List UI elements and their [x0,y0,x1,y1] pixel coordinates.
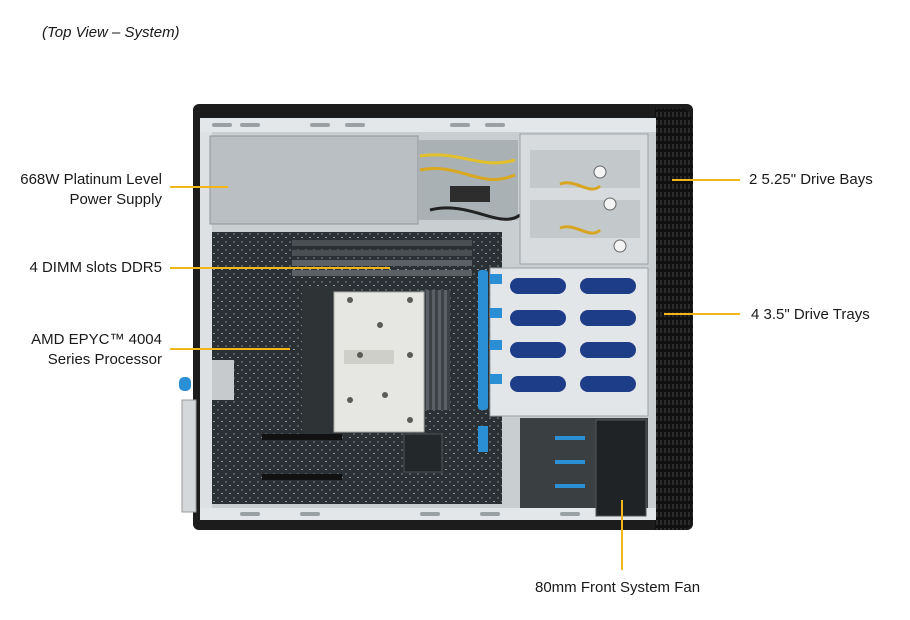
dimm-slots [292,240,472,276]
tray-handles [478,270,502,410]
drive-trays-leader-line [664,313,740,315]
front-fan-label: 80mm Front System Fan [535,579,701,596]
chipset [403,433,443,473]
power-supply-unit [209,135,419,225]
processor-label-line1: AMD EPYC™ 4004 [31,331,162,348]
dimm-label: 4 DIMM slots DDR5 [29,259,162,276]
processor-label-line2: Series Processor [47,351,162,368]
psu-label-line2: Power Supply [69,191,162,208]
front-bezel [655,108,693,530]
psu-label: 668W Platinum Level Power Supply [20,170,162,210]
psu-leader-line [170,186,228,188]
drive-bays-leader-line [672,179,740,181]
fan-leader-line [621,500,623,570]
drive-bays-label: 2 5.25" Drive Bays [749,171,873,188]
cpu-heatsink-fins [420,290,450,410]
drive-trays-label: 4 3.5" Drive Trays [751,306,870,323]
dimm-leader-line [170,267,390,269]
view-caption: (Top View – System) [42,24,180,41]
left-wall [200,132,212,508]
front-system-fan [595,419,647,517]
top-rail [200,118,656,132]
processor-label: AMD EPYC™ 4004 Series Processor [31,330,162,370]
psu-label-line1: 668W Platinum Level [20,171,162,188]
processor-leader-line [170,348,290,350]
io-panel [181,399,197,513]
